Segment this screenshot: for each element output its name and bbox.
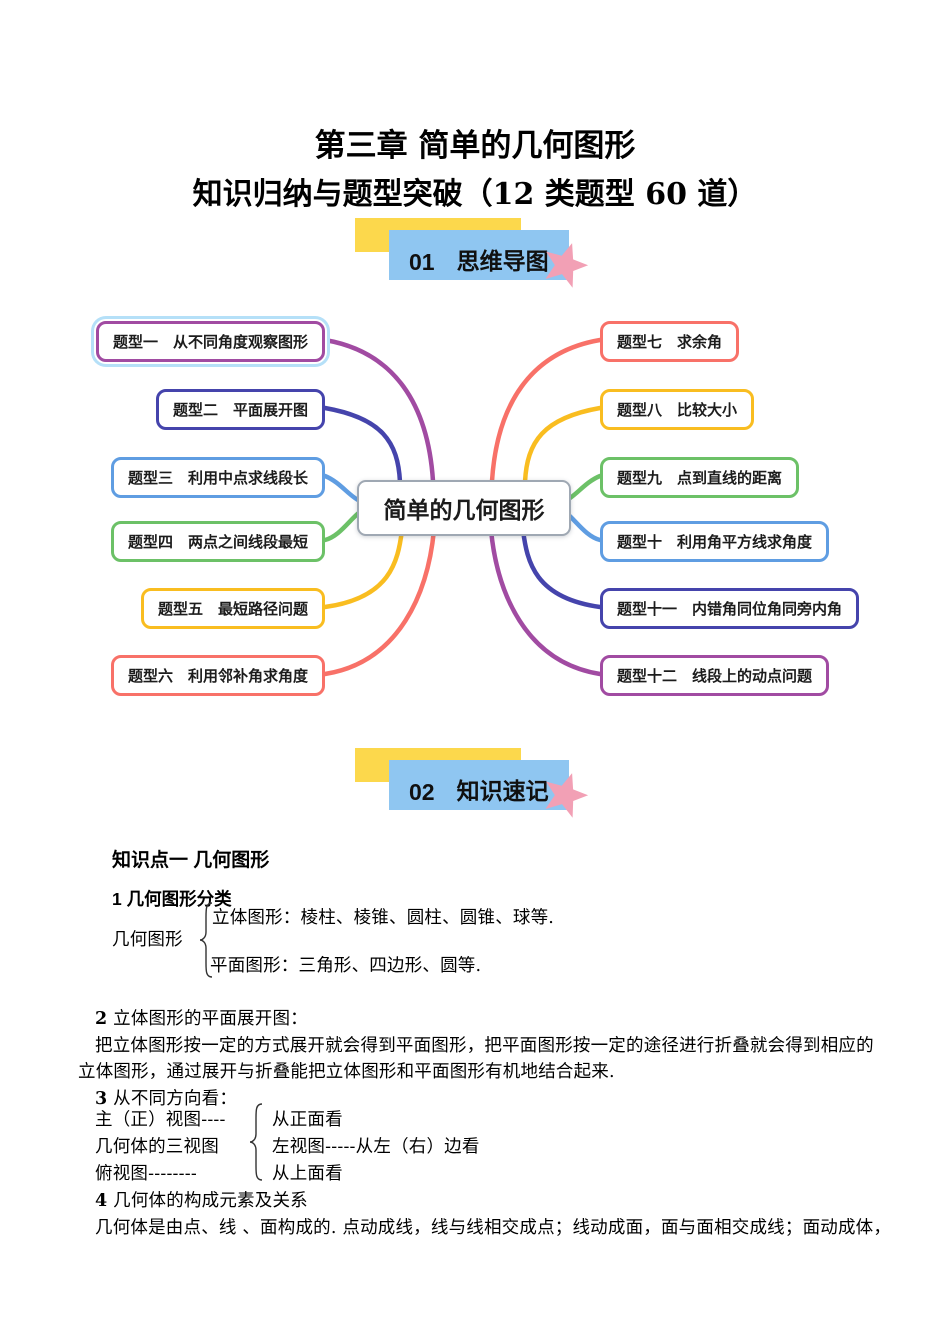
mindmap-node-t9: 题型九 点到直线的距离 <box>600 457 800 498</box>
item2-body-line2: 立体图形，通过展开与折叠能把立体图形和平面图形有机地结合起来. <box>78 1062 615 1082</box>
node-label: 题型一 从不同角度观察图形 <box>112 334 308 351</box>
banner1-blue-block: 01 思维导图 <box>389 230 569 280</box>
branch-curve-t5 <box>322 527 405 610</box>
item4-title-text: 几何体的构成元素及关系 <box>113 1191 308 1211</box>
section1-title: 思维导图 <box>456 248 549 274</box>
item2-number: 2 <box>95 1009 108 1029</box>
mindmap-branches <box>322 337 603 677</box>
node-label: 题型十一 内错角同位角同旁内角 <box>617 601 843 618</box>
mindmap-node-t1: 题型一 从不同角度观察图形 <box>95 321 325 362</box>
item1-root-label: 几何图形 <box>112 930 183 950</box>
item1-title: 1 几何图形分类 <box>112 886 232 911</box>
item1-number: 1 <box>112 889 122 909</box>
branch-curve-t8 <box>522 405 603 485</box>
node-label: 题型四 两点之间线段最短 <box>127 534 308 551</box>
mindmap-node-t10: 题型十 利用角平方线求角度 <box>600 521 830 562</box>
mindmap-node-t4: 题型四 两点之间线段最短 <box>110 521 325 562</box>
mindmap-node-t2: 题型二 平面展开图 <box>155 389 325 430</box>
item3-right-row3: 从上面看 <box>272 1164 343 1184</box>
mindmap-center-node: 简单的几何图形 <box>357 480 571 536</box>
center-node-label: 简单的几何图形 <box>383 497 545 523</box>
branch-curve-t11 <box>520 527 603 610</box>
branch-curve-t7 <box>489 337 603 484</box>
item3-number: 3 <box>95 1089 108 1109</box>
mindmap-node-t8: 题型八 比较大小 <box>600 389 755 430</box>
branch-curve-t2 <box>322 405 403 485</box>
node-label: 题型十二 线段上的动点问题 <box>617 668 813 685</box>
item1-title-text: 几何图形分类 <box>126 889 232 909</box>
knowledge-point-heading: 知识点一 几何图形 <box>112 850 270 871</box>
item3-title: 3 从不同方向看： <box>95 1085 237 1110</box>
mindmap-node-t12: 题型十二 线段上的动点问题 <box>600 655 830 696</box>
item4-title: 4 几何体的构成元素及关系 <box>95 1187 308 1212</box>
mindmap-node-t6: 题型六 利用邻补角求角度 <box>110 655 325 696</box>
item3-right-row1: 从正面看 <box>272 1110 343 1130</box>
item3-left-row1: 主（正）视图---- <box>95 1110 226 1130</box>
mindmap-node-t3: 题型三 利用中点求线段长 <box>110 457 325 498</box>
item1-branch-solid: 立体图形：棱柱、棱锥、圆柱、圆锥、球等. <box>212 908 555 928</box>
node-label: 题型二 平面展开图 <box>172 402 308 419</box>
mindmap-node-t5: 题型五 最短路径问题 <box>140 588 325 629</box>
node-label: 题型十 利用角平方线求角度 <box>617 534 813 551</box>
item3-left-row2: 几何体的三视图 <box>95 1137 219 1157</box>
item3-title-text: 从不同方向看： <box>113 1089 238 1109</box>
node-label: 题型五 最短路径问题 <box>157 601 308 618</box>
branch-curve-t4 <box>322 509 363 543</box>
item2-title-text: 立体图形的平面展开图： <box>113 1009 308 1029</box>
branch-curve-t1 <box>322 337 436 484</box>
branch-curve-t6 <box>322 527 437 677</box>
node-label: 题型九 点到直线的距离 <box>617 470 783 487</box>
classification-brace <box>199 902 213 978</box>
mindmap-node-t11: 题型十一 内错角同位角同旁内角 <box>600 588 860 629</box>
page-title: 第三章 简单的几何图形 <box>314 128 636 164</box>
item1-branch-plane: 平面图形：三角形、四边形、圆等. <box>210 956 482 976</box>
node-label: 题型八 比较大小 <box>617 402 738 419</box>
section1-number: 01 <box>409 249 435 275</box>
section2-title: 知识速记 <box>456 778 549 804</box>
page-subtitle: 知识归纳与题型突破（12 类题型 60 道） <box>192 177 758 212</box>
item2-body-line1: 把立体图形按一定的方式展开就会得到平面图形，把平面图形按一定的途径进行折叠就会得… <box>95 1036 874 1056</box>
item3-left-row3: 俯视图-------- <box>95 1164 198 1184</box>
section2-number: 02 <box>409 779 435 805</box>
branch-curve-t12 <box>488 527 603 677</box>
item2-title: 2 立体图形的平面展开图： <box>95 1005 308 1030</box>
node-label: 题型七 求余角 <box>617 334 723 351</box>
branch-curve-t3 <box>322 473 363 504</box>
item4-number: 4 <box>95 1191 108 1211</box>
banner2-blue-block: 02 知识速记 <box>389 760 569 810</box>
item3-right-row2: 左视图-----从左（右）边看 <box>272 1137 480 1157</box>
node-label: 题型三 利用中点求线段长 <box>127 470 308 487</box>
node-label: 题型六 利用邻补角求角度 <box>127 668 308 685</box>
mindmap-node-t7: 题型七 求余角 <box>600 321 740 362</box>
item4-body-line1: 几何体是由点、线 、面构成的. 点动成线，线与线相交成点；线动成面，面与面相交成… <box>95 1218 892 1238</box>
three-views-brace <box>249 1103 263 1181</box>
